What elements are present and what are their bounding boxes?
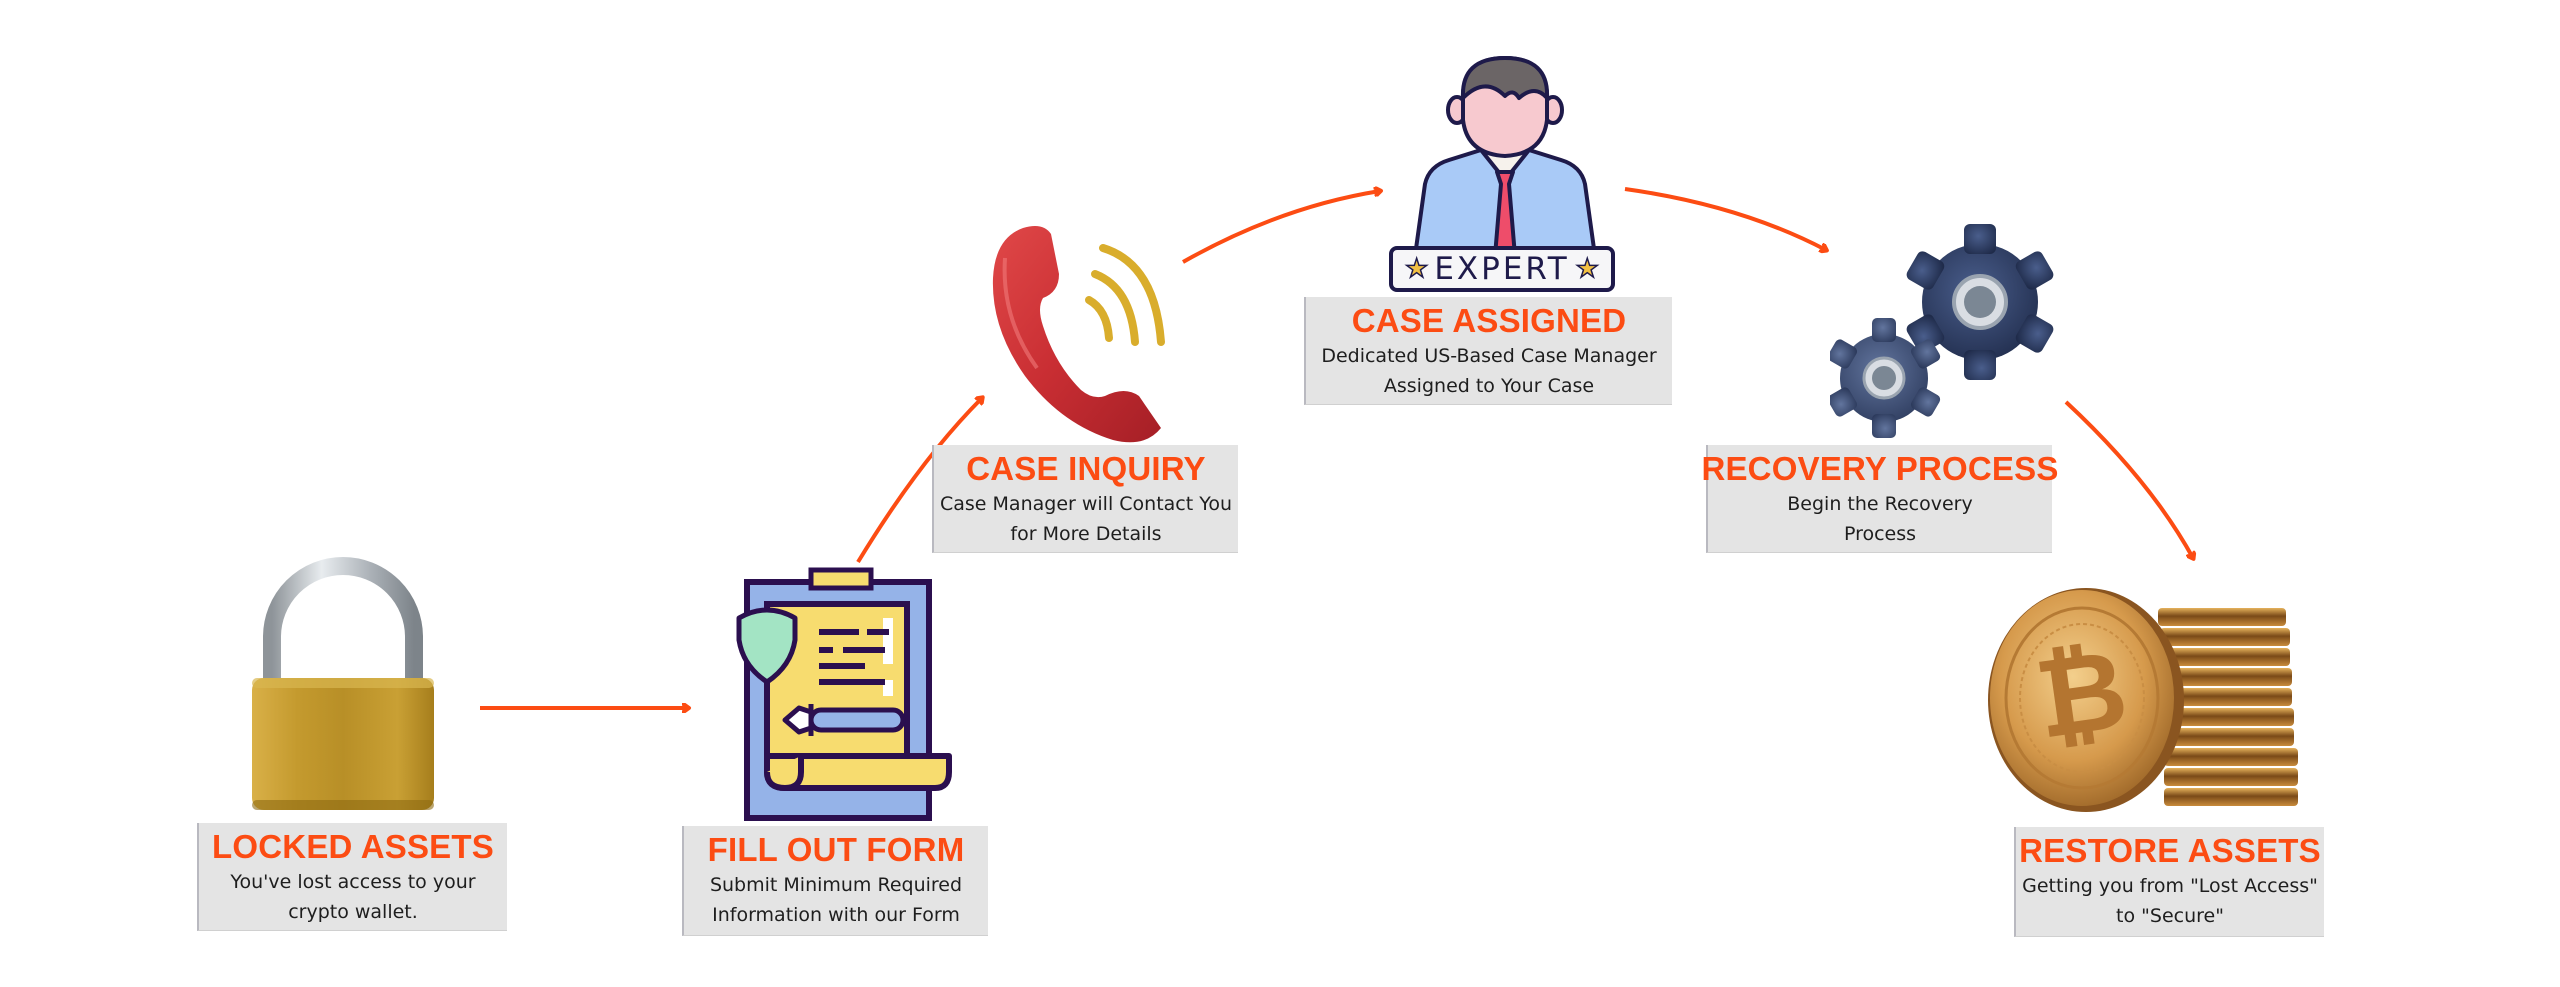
step-card-case-assigned: CASE ASSIGNED Dedicated US-Based Case Ma… (1304, 297, 1672, 405)
step-card-recovery-process: RECOVERY PROCESS Begin the Recovery Proc… (1701, 445, 2058, 553)
expert-badge-label: EXPERT (1434, 250, 1570, 287)
star-icon: ★ (1404, 254, 1429, 284)
step-title: RECOVERY PROCESS (1701, 450, 2059, 487)
step-description: Submit Minimum Required Information with… (709, 874, 963, 926)
arrow-assigned-to-recovery (1624, 187, 1826, 250)
arrow-inquiry-to-assigned (1182, 191, 1380, 264)
phone-ringing-icon (992, 226, 1165, 443)
form-clipboard-icon (736, 567, 952, 821)
step-description: Begin the Recovery Process (1787, 493, 1973, 545)
step-title: CASE ASSIGNED (1351, 302, 1627, 339)
step-description: Case Manager will Contact You for More D… (940, 493, 1232, 545)
bitcoin-coins-icon: ₿ (1988, 588, 2298, 812)
gears-icon (1830, 224, 2054, 438)
step-card-fill-out-form: FILL OUT FORM Submit Minimum Required In… (682, 826, 988, 936)
arrow-recovery-to-restore (2064, 400, 2193, 558)
step-title: LOCKED ASSETS (212, 828, 494, 865)
step-description: Getting you from "Lost Access" to "Secur… (2022, 875, 2318, 927)
step-card-case-inquiry: CASE INQUIRY Case Manager will Contact Y… (932, 445, 1238, 553)
step-title: CASE INQUIRY (966, 450, 1206, 487)
step-description: You've lost access to your crypto wallet… (230, 871, 476, 923)
star-icon: ★ (1575, 254, 1600, 284)
step-title: RESTORE ASSETS (2019, 832, 2321, 869)
expert-person-icon: ★ EXPERT ★ (1385, 54, 1625, 294)
svg-text:₿: ₿ (2028, 624, 2135, 763)
step-title: FILL OUT FORM (707, 831, 965, 868)
coin-stack (2158, 608, 2298, 806)
padlock-icon (252, 557, 434, 810)
step-card-restore-assets: RESTORE ASSETS Getting you from "Lost Ac… (2014, 827, 2324, 937)
expert-badge: ★ EXPERT ★ (1389, 246, 1615, 292)
step-description: Dedicated US-Based Case Manager Assigned… (1321, 345, 1657, 397)
step-card-locked-assets: LOCKED ASSETS You've lost access to your… (197, 823, 507, 931)
